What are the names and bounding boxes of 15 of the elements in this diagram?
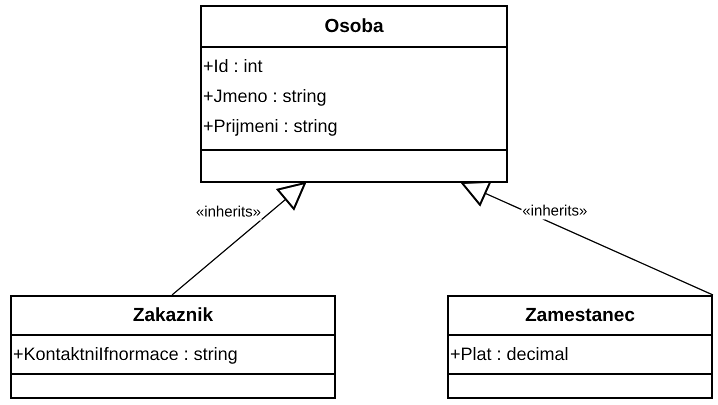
class-name: Zamestanec (525, 304, 635, 326)
class-name: Zakaznik (132, 304, 214, 326)
attribute: +Plat : decimal (450, 343, 570, 366)
attribute: +Id : int (203, 55, 264, 78)
inheritance-arrow (172, 182, 306, 296)
edge-label: «inherits» (521, 202, 588, 220)
attribute: +Prijmeni : string (203, 115, 339, 138)
class-box (447, 295, 713, 399)
class-box (200, 5, 508, 183)
attribute: +Jmeno : string (203, 85, 328, 108)
edge-label: «inherits» (194, 204, 262, 221)
inheritance-arrow (461, 180, 714, 296)
class-box (10, 295, 336, 399)
class-name: Osoba (324, 16, 384, 38)
attribute: +KontaktniIfnormace : string (13, 343, 239, 366)
